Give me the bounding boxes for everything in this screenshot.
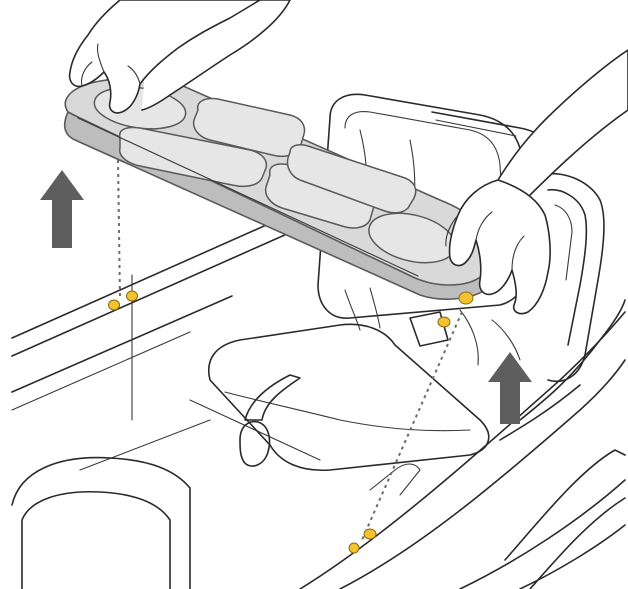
side-rail: [519, 299, 626, 421]
left-hand: [68, 0, 291, 114]
seat-cushion: [208, 287, 521, 496]
left-rail-outer: [11, 209, 301, 339]
guide-left: [117, 159, 121, 301]
left-finger-2: [80, 61, 93, 87]
left-rail-lower: [11, 331, 191, 411]
arrow-up-icon: [40, 170, 84, 248]
mounting-peg-icon: [458, 291, 474, 305]
armrest-right: [499, 173, 626, 441]
floor-line-2: [189, 399, 321, 461]
tray-rim: [77, 117, 419, 277]
right-rail-far: [459, 479, 626, 589]
right-rail-inner: [339, 359, 626, 589]
right-cover: [504, 449, 626, 561]
seat-cushion-fold: [224, 391, 471, 432]
right-hand: [445, 49, 628, 315]
compartment-left: [118, 126, 268, 188]
left-finger-1: [96, 43, 105, 73]
lower-strap: [369, 463, 421, 496]
armrest-outer: [544, 173, 605, 382]
mounting-pegs: [108, 290, 474, 554]
mounting-peg-icon: [348, 542, 360, 554]
seat-back-panel: [344, 111, 506, 251]
seat-cushion-outline: [208, 323, 490, 472]
canopy-bar-2: [435, 119, 517, 137]
right-rail-farthest: [519, 524, 626, 589]
floor-line-1: [79, 419, 211, 471]
bracket-strap: [459, 309, 479, 366]
side-rail-lower: [499, 384, 581, 441]
arrow-up-icon: [488, 352, 532, 424]
armrest-slot: [554, 204, 573, 281]
bracket-strap-2: [491, 319, 521, 361]
left-rail-edge: [11, 295, 233, 393]
armrest-inner: [547, 189, 588, 346]
lift-arrows: [40, 170, 532, 424]
left-knuckle: [127, 65, 141, 85]
mount-bracket: [409, 311, 449, 347]
front-cover-inner: [21, 490, 171, 589]
left-rail-inner: [11, 225, 306, 357]
snack-tray: [63, 76, 497, 300]
shoulder-strap-left: [344, 289, 361, 331]
mounting-peg-icon: [437, 316, 451, 328]
right-arm: [494, 49, 628, 206]
compartment-far-right: [286, 144, 417, 214]
mounting-peg-icon: [108, 299, 120, 311]
right-finger-2: [511, 235, 525, 271]
compartment-right: [264, 163, 376, 229]
mounting-peg-icon: [363, 528, 377, 540]
left-hand-body: [68, 0, 261, 114]
mounting-peg-icon: [126, 290, 138, 302]
right-finger-1: [475, 211, 493, 241]
right-hand-body: [448, 179, 551, 315]
harness-strap: [244, 374, 301, 421]
alignment-guides: [117, 159, 463, 541]
right-thumb: [445, 214, 459, 247]
buckle: [239, 420, 271, 467]
shoulder-strap-right: [369, 287, 381, 329]
front-cover: [11, 456, 191, 589]
right-cover-2: [529, 497, 626, 589]
